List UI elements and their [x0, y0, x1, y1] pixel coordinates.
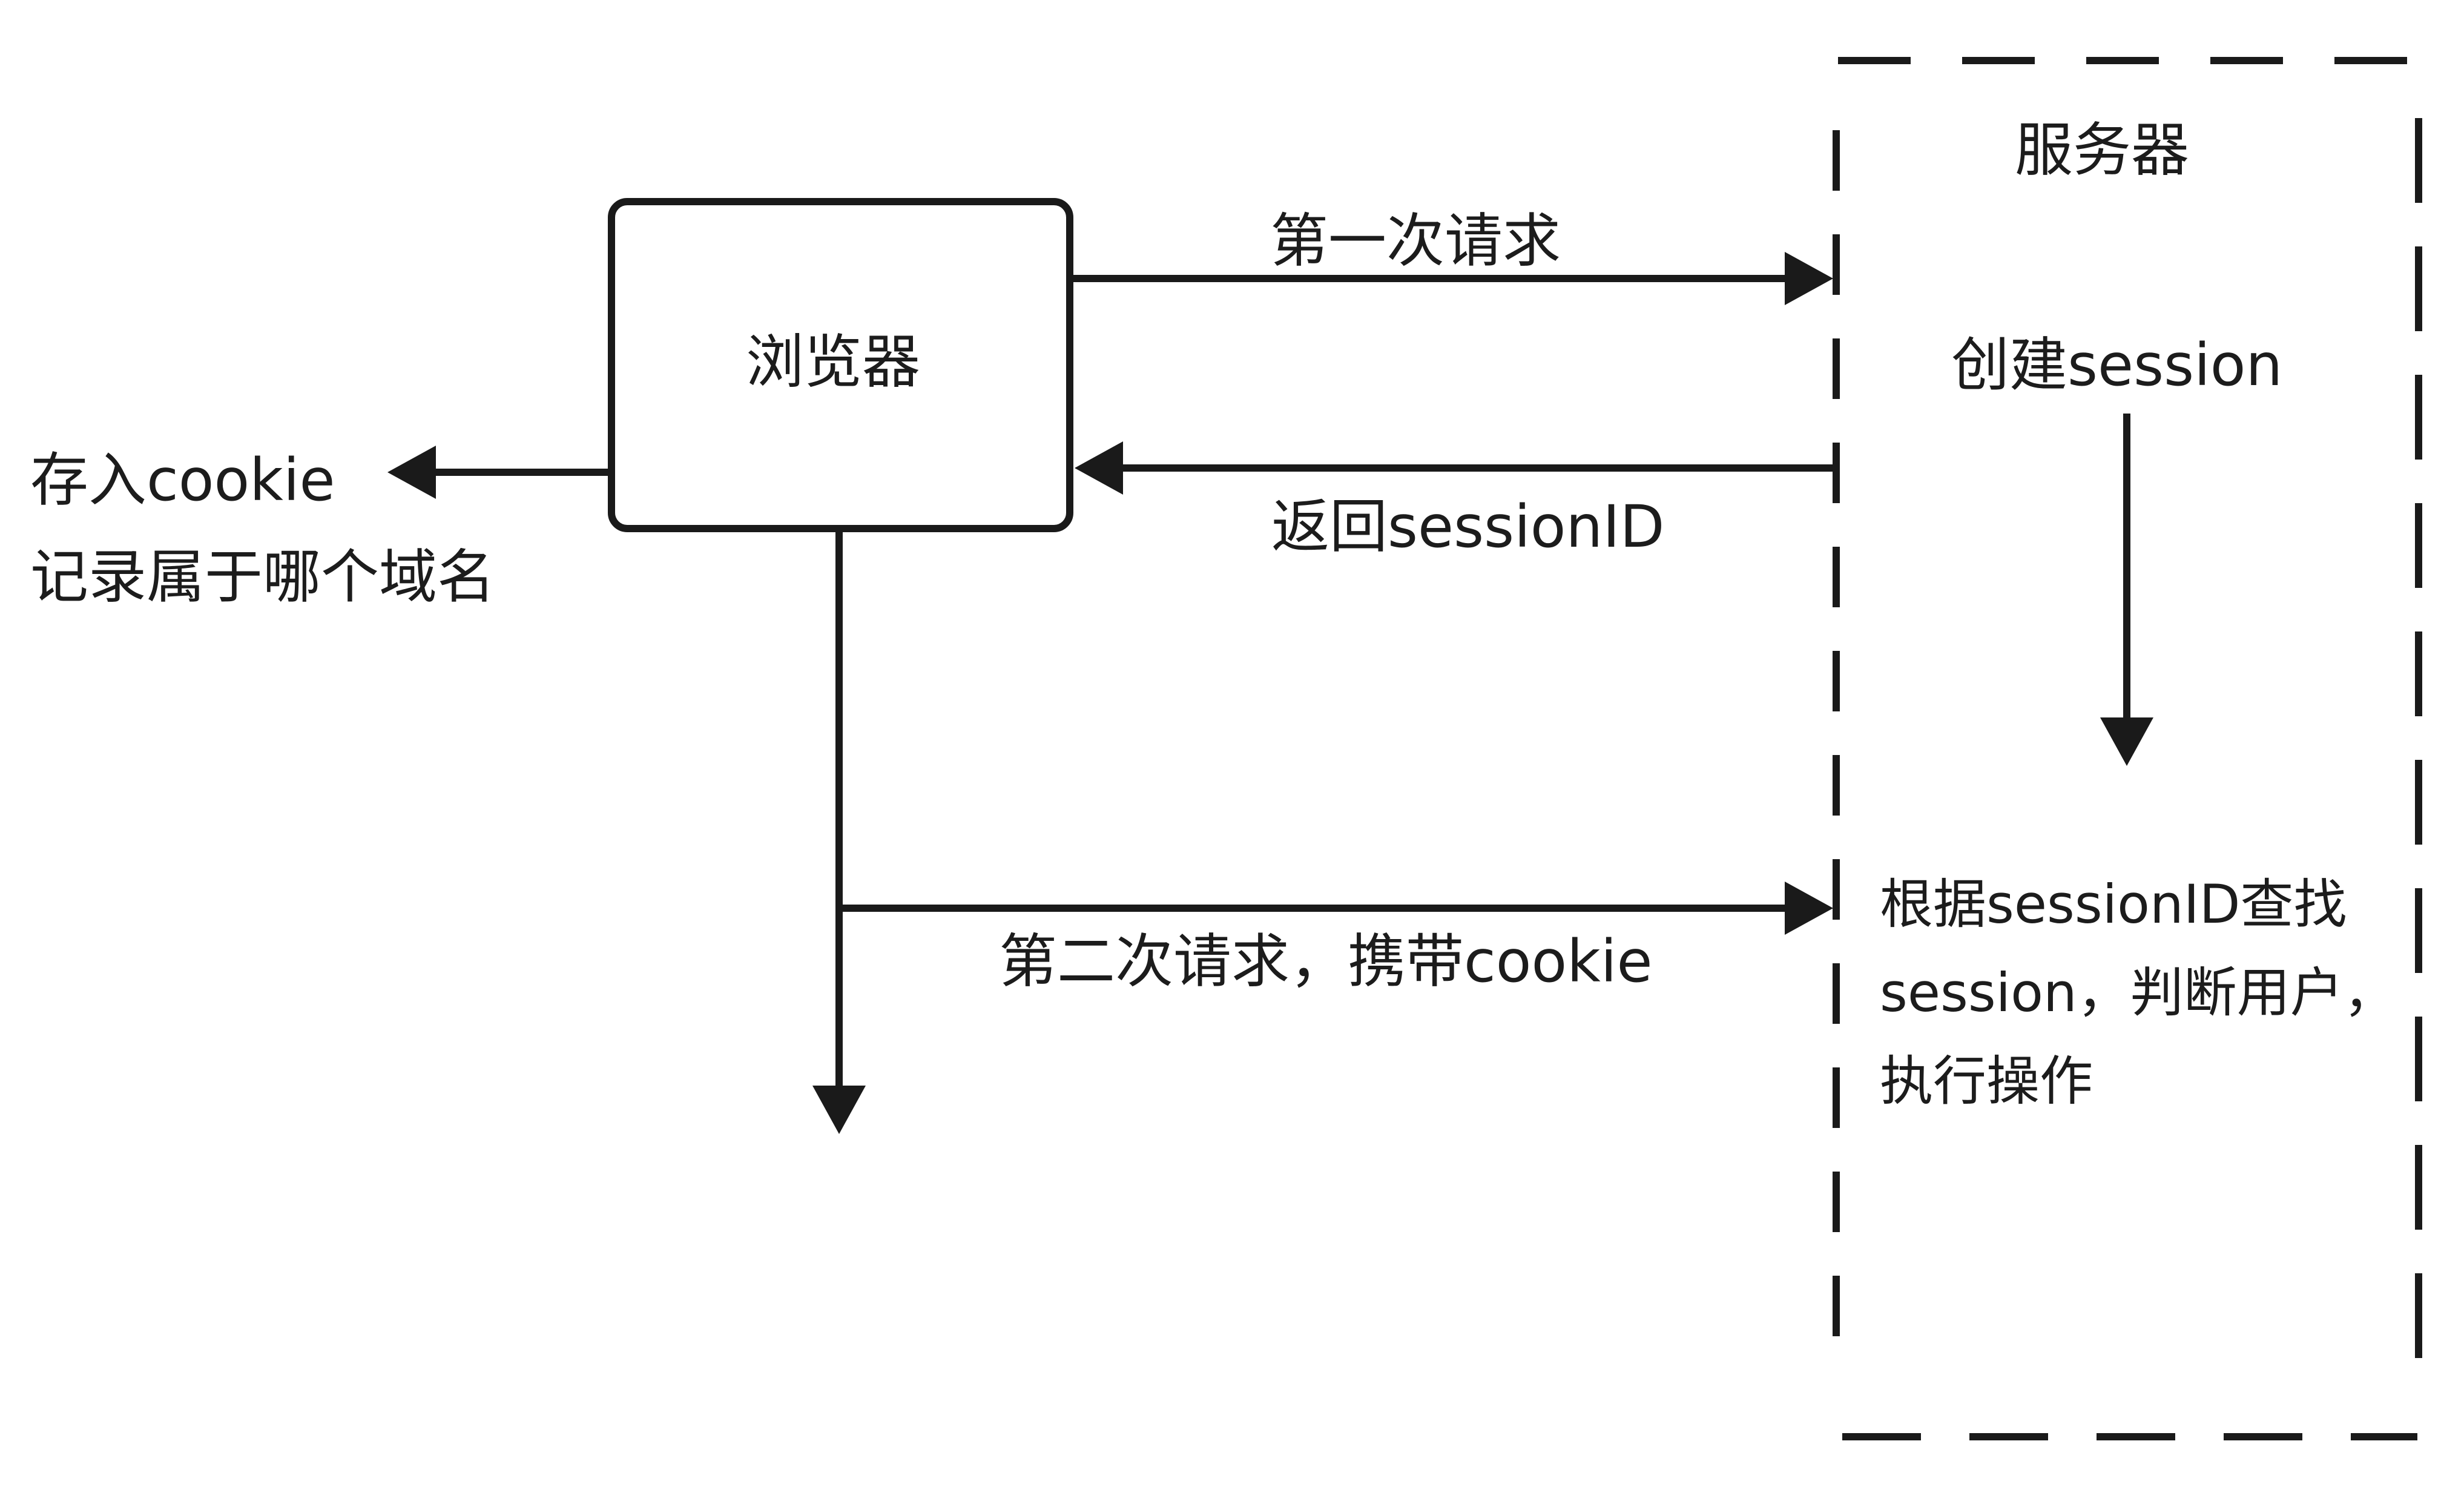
cookie-note-line-2: 记录属于哪个域名	[30, 543, 495, 611]
return-session-id-arrowhead	[1075, 441, 1123, 495]
second-request-arrowhead	[1785, 882, 1833, 935]
return-session-id-label: 返回sessionID	[1271, 493, 1665, 561]
server-lookup-line-2: session，判断用户，	[1880, 961, 2397, 1024]
browser-downward-arrowhead	[812, 1086, 866, 1134]
first-request-label: 第一次请求	[1270, 207, 1561, 275]
second-request-label: 第二次请求，携带cookie	[999, 928, 1653, 995]
store-cookie-arrowhead	[387, 446, 436, 499]
create-session-label: 创建session	[1951, 331, 2283, 399]
server-title: 服务器	[2015, 116, 2189, 184]
server-internal-arrowhead	[2100, 717, 2153, 766]
first-request-arrowhead	[1785, 252, 1833, 305]
server-boundary	[1833, 57, 2422, 1440]
cookie-note-line-1: 存入cookie	[30, 446, 335, 514]
server-lookup-line-3: 执行操作	[1880, 1050, 2093, 1112]
server-lookup-line-1: 根据sessionID查找	[1880, 873, 2347, 935]
browser-node-label: 浏览器	[746, 328, 920, 396]
